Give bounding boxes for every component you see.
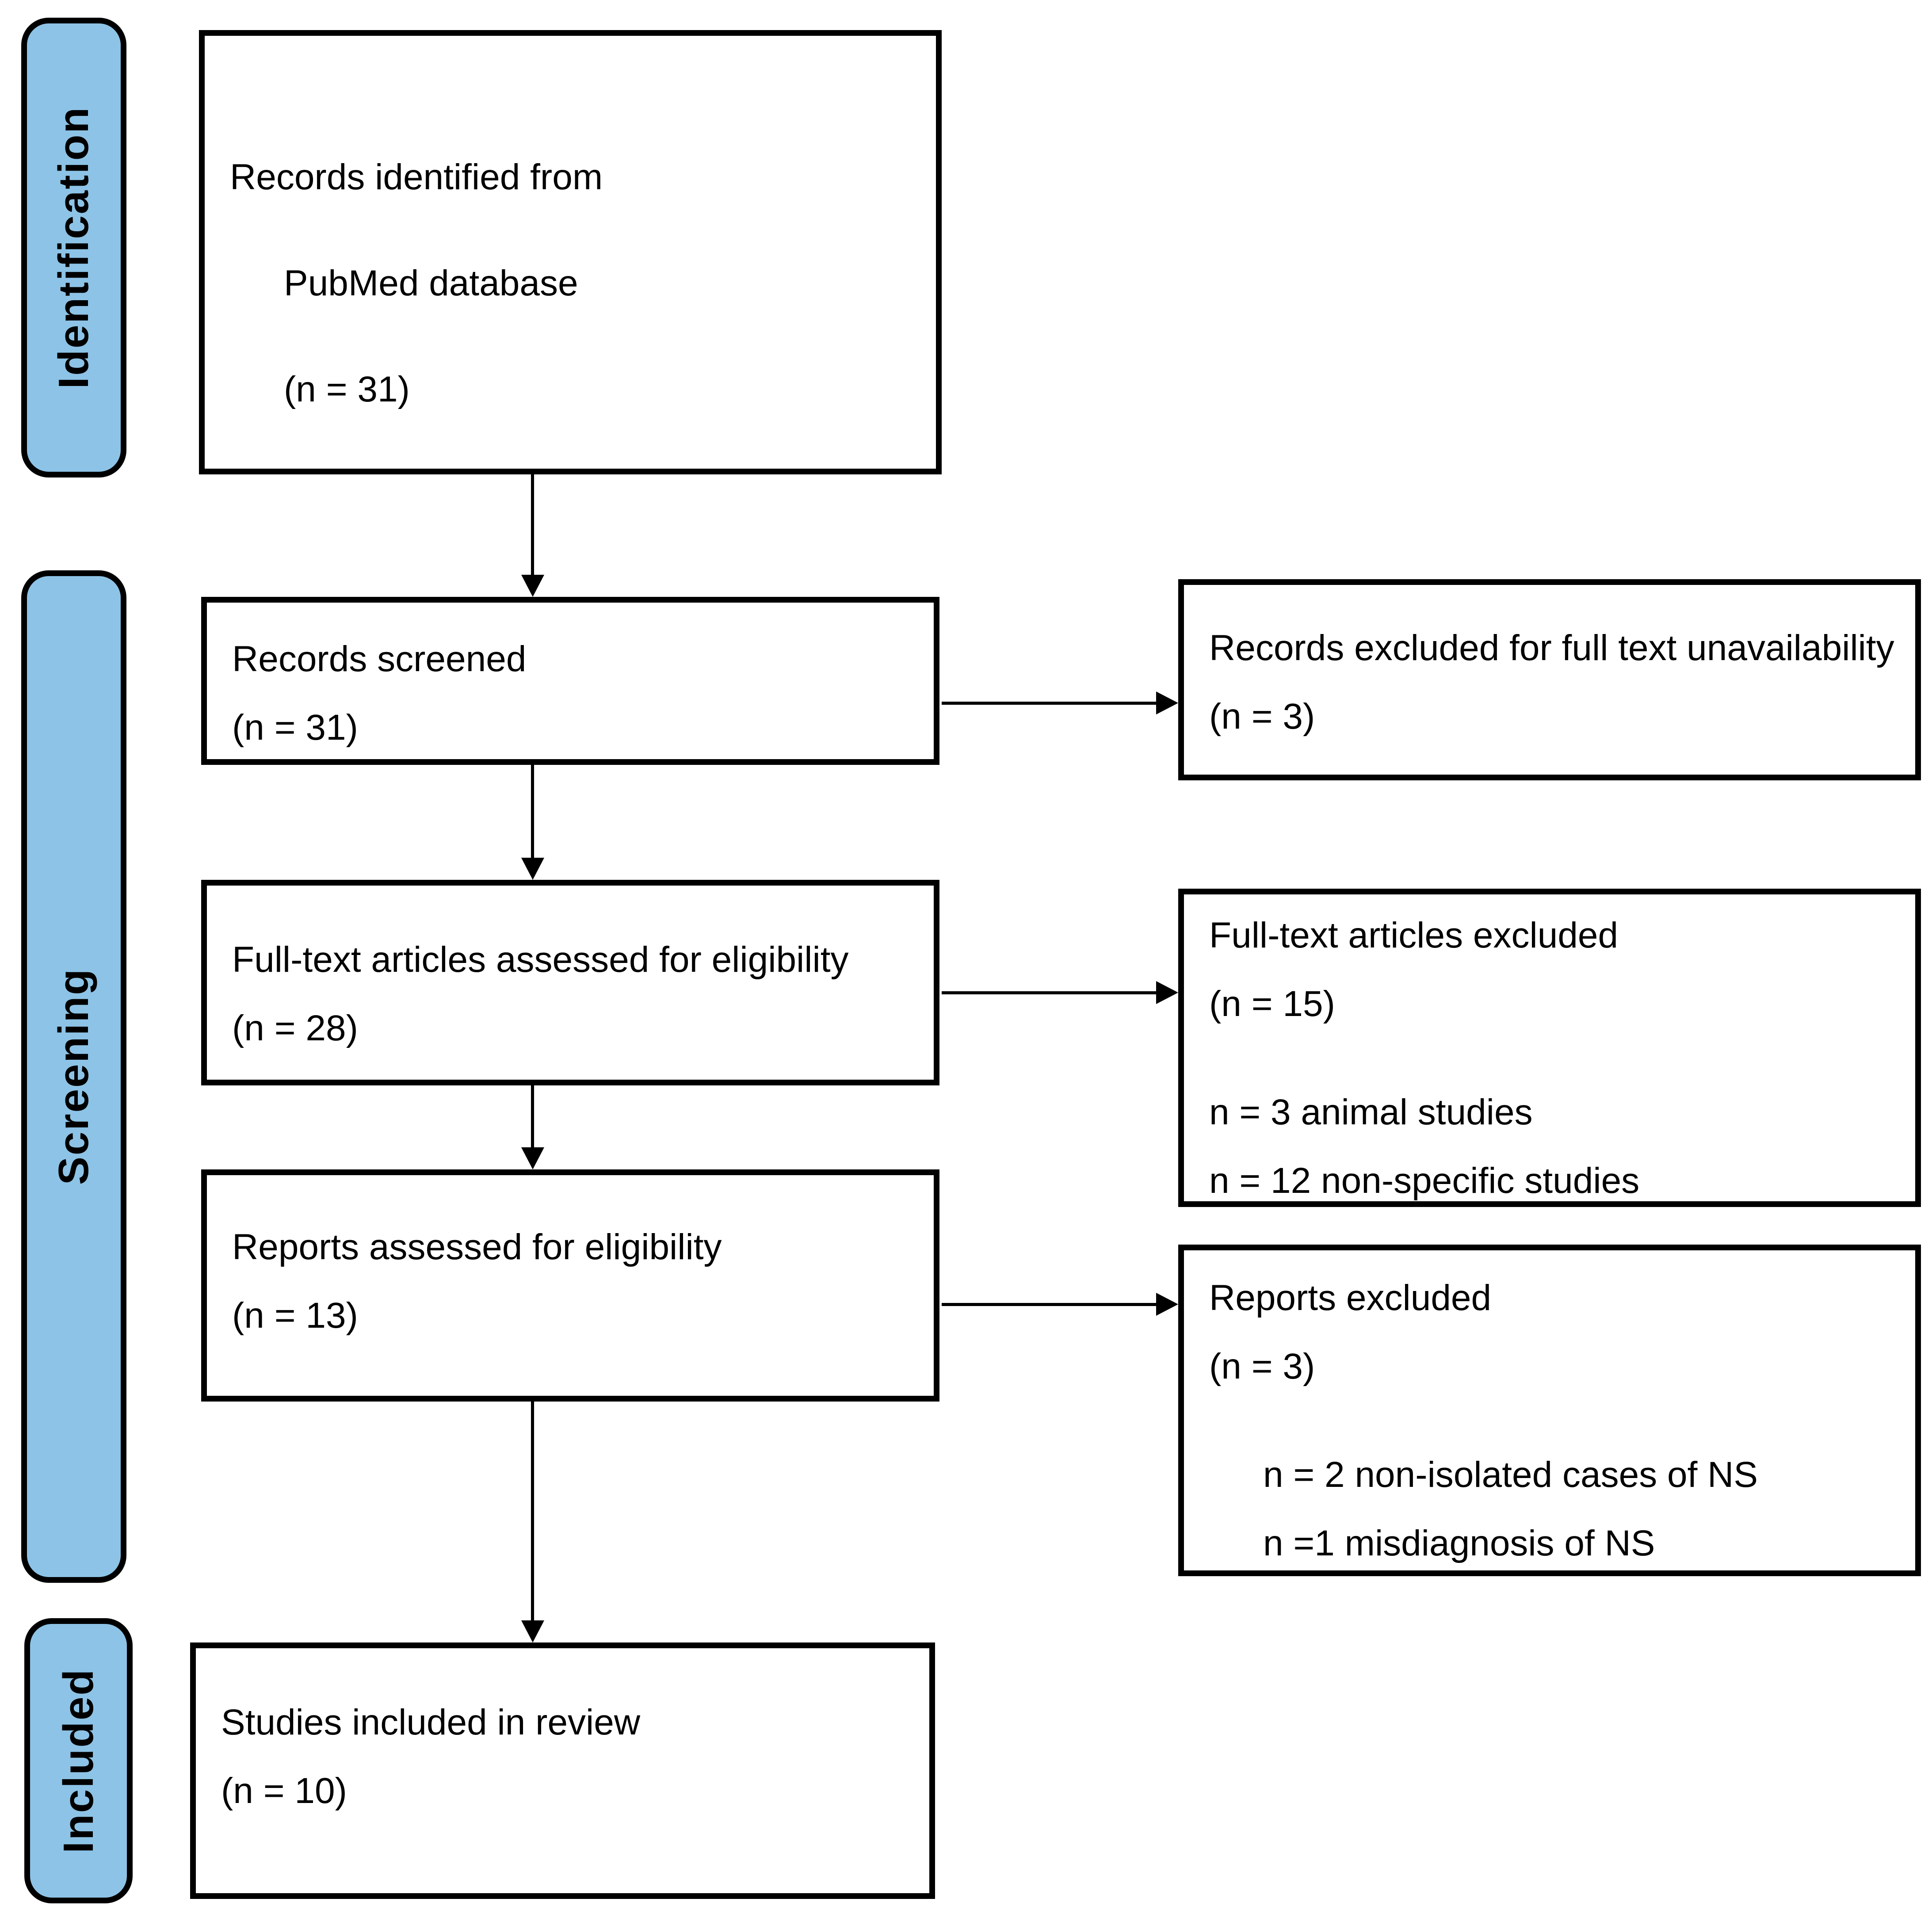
box-line: PubMed database (284, 263, 578, 303)
arrow-screened-to-excluded-line (942, 702, 1158, 705)
stage-screening: Screening (21, 570, 126, 1583)
box-line: n = 2 non-isolated cases of NS (1263, 1454, 1758, 1495)
box-line: n = 12 non-specific studies (1209, 1160, 1640, 1201)
box-line: (n = 31) (284, 369, 410, 409)
stage-included: Included (24, 1618, 133, 1903)
box-line: Reports excluded (1209, 1277, 1492, 1318)
box-line: Studies included in review (221, 1702, 641, 1742)
box-line: n =1 misdiagnosis of NS (1263, 1523, 1655, 1563)
box-studies-included: Studies included in review (n = 10) (190, 1642, 935, 1899)
box-line: Full-text articles excluded (1209, 915, 1619, 955)
stage-identification-label: Identification (50, 106, 97, 389)
arrow-fulltext-to-reports-head-icon (521, 1147, 544, 1169)
arrow-fulltext-to-excluded-head-icon (1156, 981, 1178, 1004)
stage-identification: Identification (21, 18, 126, 477)
box-line: (n = 3) (1209, 1346, 1315, 1387)
arrow-fulltext-to-excluded-line (942, 991, 1158, 994)
arrow-screened-to-fulltext-head-icon (521, 858, 544, 880)
arrow-reports-to-excluded-line (942, 1303, 1158, 1306)
box-line: (n = 10) (221, 1770, 347, 1811)
box-line: Full-text articles assessed for eligibil… (232, 939, 849, 980)
box-line-spacer (1209, 1038, 1915, 1078)
box-fulltext-excluded: Full-text articles excluded (n = 15) n = 3… (1178, 889, 1921, 1207)
stage-included-label: Included (54, 1668, 102, 1853)
arrow-identified-to-screened-line (531, 474, 534, 577)
box-line: (n = 15) (1209, 983, 1335, 1024)
stage-screening-label: Screening (50, 968, 97, 1185)
arrow-fulltext-to-reports-line (531, 1085, 534, 1149)
arrow-screened-to-fulltext-line (531, 765, 534, 859)
arrow-reports-to-excluded-head-icon (1156, 1293, 1178, 1316)
box-records-screened: Records screened (n = 31) (201, 597, 939, 765)
arrow-reports-to-included-line (531, 1402, 534, 1622)
arrow-identified-to-screened-head-icon (521, 575, 544, 597)
box-line: n = 3 animal studies (1209, 1092, 1533, 1132)
box-line-spacer (1209, 1401, 1915, 1440)
arrow-reports-to-included-head-icon (521, 1620, 544, 1642)
box-fulltext-assessed: Full-text articles assessed for eligibil… (201, 880, 939, 1085)
box-reports-assessed: Reports assessed for eligibility (n = 13) (201, 1169, 939, 1402)
box-reports-excluded: Reports excluded (n = 3) n = 2 non-isolate… (1178, 1245, 1921, 1576)
box-records-excluded: Records excluded for full text unavailab… (1178, 579, 1921, 780)
box-line: Records screened (232, 638, 527, 679)
box-line: Records excluded for full text unavailab… (1209, 627, 1894, 668)
box-line: (n = 28) (232, 1008, 358, 1048)
box-line: (n = 31) (232, 707, 358, 748)
box-line: (n = 13) (232, 1295, 358, 1336)
box-line: Reports assessed for eligibility (232, 1226, 722, 1267)
arrow-screened-to-excluded-head-icon (1156, 691, 1178, 714)
box-line: (n = 3) (1209, 696, 1315, 737)
box-line: Records identified from (230, 157, 603, 197)
